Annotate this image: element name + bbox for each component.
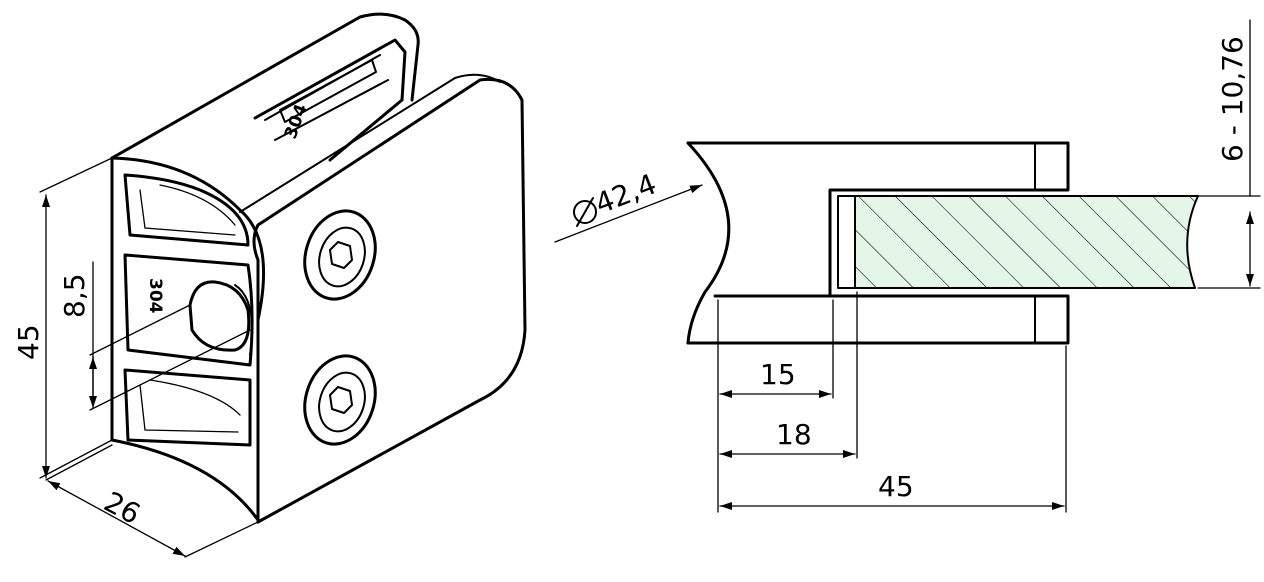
- dim-45-section-label: 45: [878, 470, 914, 503]
- dim-26-ext-a: [45, 444, 113, 481]
- iso-bore-hole: [188, 280, 251, 352]
- dim-diameter-label: 42,4: [591, 167, 661, 220]
- iso-front-plate-edge: [239, 73, 501, 213]
- iso-front-plate-face: [252, 223, 260, 524]
- dim-glass-thickness-label: 6 - 10,76: [1216, 36, 1249, 162]
- iso-top-slot-lip: [264, 54, 389, 141]
- iso-saddle-face: [110, 156, 266, 522]
- clamp-pipe-arc: [686, 141, 731, 345]
- iso-bore-edge: [234, 284, 254, 356]
- iso-back-block: [110, 12, 420, 160]
- diameter-symbol: [573, 197, 597, 227]
- dim-15-label: 15: [760, 358, 796, 391]
- dim-8-5-label: 8,5: [58, 273, 91, 318]
- stamp-saddle: 304: [145, 278, 165, 314]
- section-view: 42,4 6 - 10,76 15 18 45: [554, 19, 1261, 513]
- iso-saddle-bottom-pocket: [123, 368, 252, 447]
- dim-8-5-ext-a: [89, 304, 191, 356]
- iso-top-slot-frame: [253, 38, 407, 162]
- dim-26-ext-b: [184, 521, 259, 558]
- dim-8-5-ext-b: [89, 329, 251, 411]
- dim-45-ext-bottom: [39, 439, 113, 479]
- clamp-section-outline: [686, 141, 1070, 345]
- dim-18-label: 18: [776, 418, 812, 451]
- isometric-view: 304 304 45: [12, 12, 527, 558]
- dim-diameter-leader: [554, 184, 703, 243]
- dim-26-line: [47, 480, 186, 557]
- iso-screw-top: [303, 209, 377, 301]
- rubber-insert-outline: [837, 195, 856, 289]
- dim-45-height-label: 45: [12, 324, 45, 360]
- glass-outline: [854, 195, 1199, 289]
- iso-screw-bottom: [303, 354, 377, 446]
- iso-saddle-mid-pocket: [123, 253, 254, 367]
- iso-front-plate: [256, 77, 527, 524]
- iso-saddle-top-pocket: [123, 173, 250, 247]
- glass-hatch: [855, 196, 1198, 288]
- dim-26-depth-label: 26: [99, 485, 146, 531]
- iso-saddle-top-pocket-inner: [139, 184, 236, 236]
- dim-45-ext-top: [39, 157, 113, 193]
- iso-saddle-bottom-pocket-inner: [139, 379, 241, 433]
